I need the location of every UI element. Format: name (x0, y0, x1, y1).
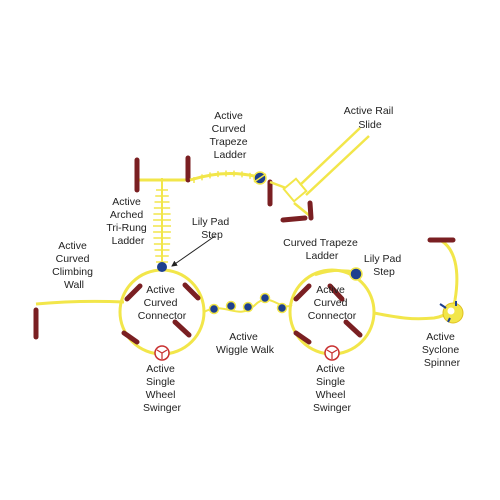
curved-trapeze-right (314, 267, 363, 281)
wiggle-step (242, 301, 254, 313)
left-swinger-wheel-icon (154, 345, 170, 361)
ladder-base-step (157, 262, 167, 272)
lily-pad-step-left-icon (253, 171, 267, 185)
wiggle-step (225, 300, 237, 312)
lily-pad-step-right-icon (349, 267, 363, 281)
wiggle-step (208, 303, 220, 315)
right-swinger-wheel-icon (324, 345, 340, 361)
label-swinger-right: Active Single Wheel Swinger (313, 363, 351, 414)
connector-post (327, 283, 345, 302)
climbing-wall (33, 299, 125, 340)
wiggle-walk (203, 292, 293, 315)
wiggle-step (276, 302, 288, 314)
wiggle-step (259, 292, 271, 304)
connector-post (182, 282, 201, 301)
label-lily-pad-left: Lily Pad Step (192, 216, 232, 241)
syclone-spinner-icon (439, 301, 464, 324)
connector-post (121, 330, 140, 345)
top-crossbar (134, 155, 191, 193)
label-swinger-left: Active Single Wheel Swinger (143, 363, 181, 414)
label-connector-right: Active Curved Connector (308, 284, 357, 322)
label-connector-left: Active Curved Connector (138, 284, 187, 322)
label-wiggle-walk: Active Wiggle Walk (216, 331, 275, 356)
slide-post (307, 200, 314, 221)
slide-post (280, 215, 308, 223)
label-curved-trapeze-right: Curved Trapeze Ladder (283, 237, 361, 262)
label-spinner: Active Syclone Spinner (422, 331, 462, 369)
leader-arrows (171, 235, 216, 267)
connector-post (293, 330, 312, 345)
rail-slide (269, 127, 370, 223)
connector-post (172, 319, 192, 338)
label-lily-pad-right: Lily Pad Step (364, 253, 404, 278)
label-trapeze-ladder: Active Curved Trapeze Ladder (209, 110, 250, 161)
connector-post (293, 283, 312, 302)
label-climbing-wall: Active Curved Climbing Wall (52, 240, 96, 291)
connector-post (124, 283, 143, 302)
label-arched-ladder: Active Arched Tri-Rung Ladder (106, 196, 149, 247)
connector-post (343, 319, 363, 338)
arched-tri-rung-ladder (153, 178, 171, 270)
label-rail-slide: Active Rail Slide (344, 105, 397, 131)
